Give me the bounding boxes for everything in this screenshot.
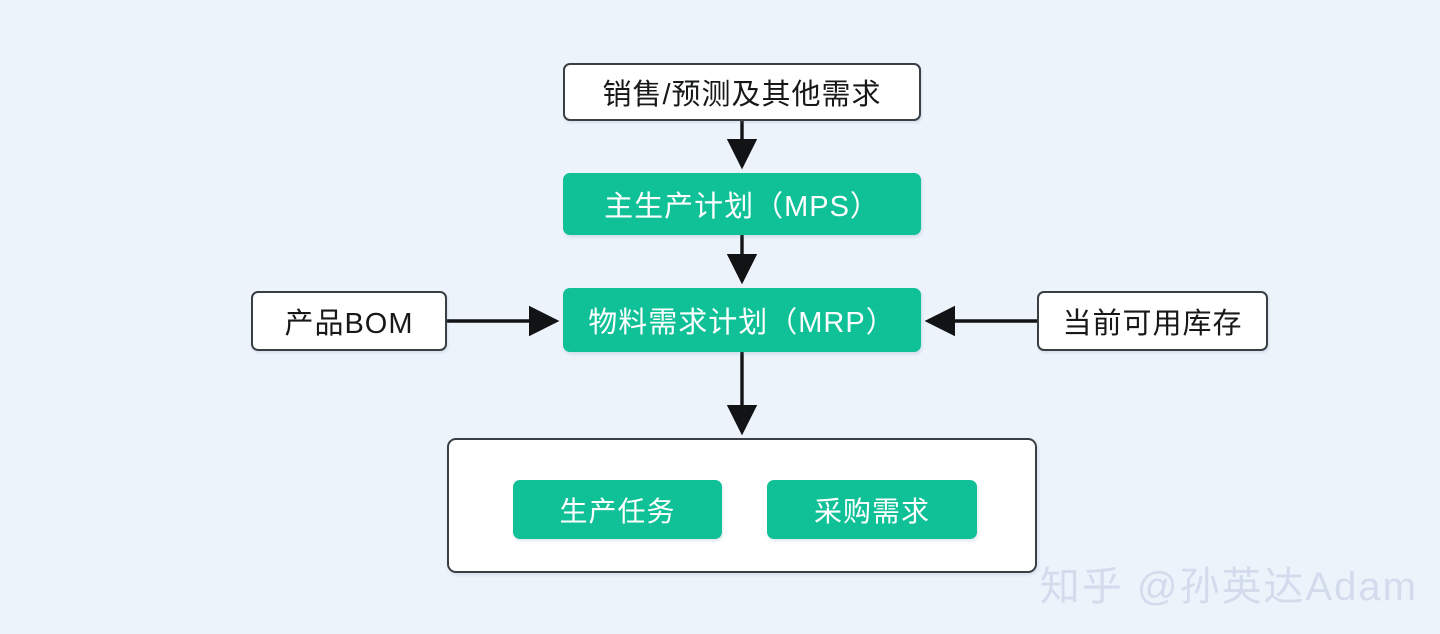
node-purchase-demand-label: 采购需求 <box>813 495 930 527</box>
node-purchase-demand[interactable]: 采购需求 <box>767 480 977 539</box>
node-current-available-inventory[interactable]: 当前可用库存 <box>1037 291 1268 351</box>
node-sales-forecast-demand[interactable]: 销售/预测及其他需求 <box>563 63 921 121</box>
node-material-requirements-plan-label: 物料需求计划（MRP） <box>588 307 896 339</box>
node-outputs-group: 生产任务 采购需求 <box>447 438 1037 573</box>
node-master-production-schedule-label: 主生产计划（MPS） <box>604 191 880 223</box>
node-sales-forecast-demand-label: 销售/预测及其他需求 <box>602 79 882 111</box>
node-current-available-inventory-label: 当前可用库存 <box>1062 308 1243 340</box>
node-product-bom[interactable]: 产品BOM <box>251 291 447 351</box>
node-product-bom-label: 产品BOM <box>284 308 414 340</box>
node-production-task-label: 生产任务 <box>559 495 676 527</box>
watermark: 知乎 @孙英达Adam <box>1039 565 1418 609</box>
node-master-production-schedule[interactable]: 主生产计划（MPS） <box>563 173 921 235</box>
node-material-requirements-plan[interactable]: 物料需求计划（MRP） <box>563 288 921 352</box>
node-production-task[interactable]: 生产任务 <box>513 480 722 539</box>
